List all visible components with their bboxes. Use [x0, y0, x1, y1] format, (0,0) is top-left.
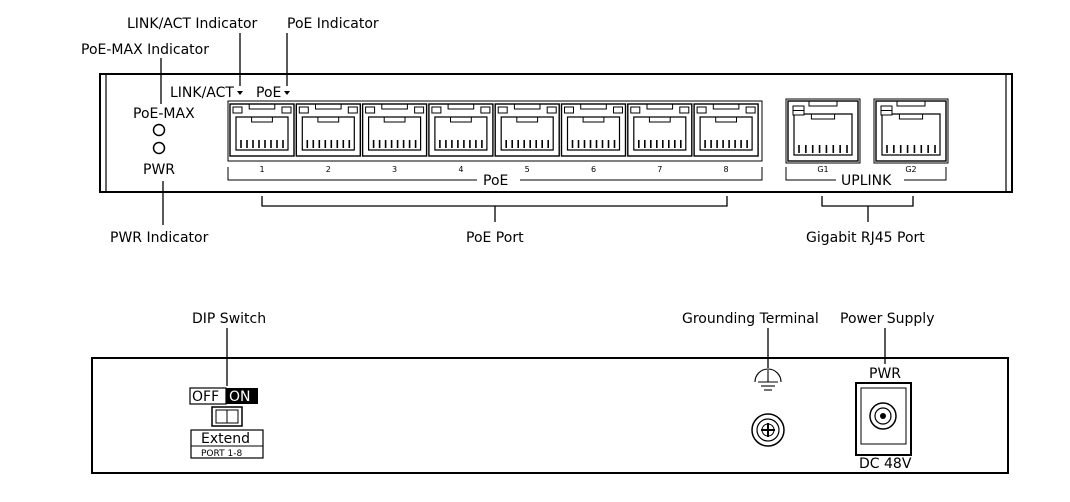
- poe-port-2[interactable]: [295, 103, 361, 157]
- poe-group-line-right: [520, 167, 763, 181]
- uplink-port-number: G1: [817, 165, 828, 174]
- uplink-group-label: UPLINK: [841, 173, 892, 189]
- grounding-terminal-screw-icon: [751, 413, 785, 447]
- poe-port-number: 3: [392, 165, 397, 174]
- dip-switch-slot: [226, 409, 239, 424]
- poe-port-3[interactable]: [361, 103, 428, 157]
- uplink-port-group: G1 G2: [785, 98, 949, 174]
- uplink-port-g2[interactable]: [875, 100, 947, 162]
- uplink-group-line-left: [785, 167, 836, 181]
- pwr-label: PWR: [143, 162, 175, 178]
- dip-extend-label: Extend: [201, 431, 250, 447]
- poe-port-8[interactable]: [693, 103, 759, 157]
- pwr-indicator-callout: PWR Indicator: [110, 230, 209, 246]
- poe-port-7[interactable]: [627, 103, 693, 157]
- poe-max-indicator-callout: PoE-MAX Indicator: [81, 42, 209, 58]
- poe-indicator-callout: PoE Indicator: [287, 16, 379, 32]
- uplink-group-line-right: [904, 167, 947, 181]
- dip-on-label: ON: [229, 389, 251, 405]
- power-supply-callout: Power Supply: [840, 311, 935, 327]
- poe-port-number: 1: [259, 165, 264, 174]
- link-act-arrow-icon: [237, 91, 243, 95]
- gigabit-rj45-port-callout: Gigabit RJ45 Port: [806, 230, 925, 246]
- ground-symbol-icon: [754, 368, 782, 391]
- poe-port-number: 8: [724, 165, 729, 174]
- poe-port-4[interactable]: [428, 103, 494, 157]
- poe-port-number: 2: [326, 165, 331, 174]
- poe-port-number: 6: [591, 165, 596, 174]
- grounding-terminal-callout: Grounding Terminal: [682, 311, 819, 327]
- dip-extend-label-box: [190, 429, 264, 459]
- uplink-port-g1[interactable]: [787, 100, 859, 162]
- front-panel: LINK/ACT Indicator PoE Indicator PoE-MAX…: [81, 16, 1013, 246]
- poe-port-5[interactable]: [494, 103, 560, 157]
- dip-switch-lever[interactable]: [215, 409, 228, 424]
- dip-on-box: [226, 388, 258, 404]
- poe-port-group: 1 2 3 4 5 6 7 8: [229, 103, 759, 174]
- dc-power-jack-icon[interactable]: [855, 382, 912, 456]
- pwr-led-icon: [152, 141, 166, 155]
- dip-switch-callout: DIP Switch: [192, 311, 266, 327]
- poe-group-line-left: [227, 167, 477, 181]
- poe-max-led-icon: [152, 123, 166, 137]
- uplink-port-number: G2: [905, 165, 916, 174]
- link-act-label: LINK/ACT: [170, 85, 234, 101]
- gigabit-port-bracket: [821, 196, 914, 207]
- poe-port-block-frame: [227, 100, 763, 162]
- poe-port-6[interactable]: [560, 103, 627, 157]
- poe-port-number: 7: [657, 165, 662, 174]
- power-pwr-label: PWR: [869, 366, 901, 382]
- dip-port-range-label: PORT 1-8: [201, 449, 242, 459]
- uplink-port-frame: [873, 98, 949, 164]
- power-dc-label: DC 48V: [859, 456, 912, 472]
- poe-port-callout: PoE Port: [466, 230, 524, 246]
- dip-off-label: OFF: [192, 389, 219, 405]
- poe-port-1[interactable]: [229, 103, 295, 157]
- uplink-port-frame: [785, 98, 861, 164]
- poe-port-number: 5: [525, 165, 530, 174]
- poe-port-bracket: [261, 196, 728, 207]
- poe-arrow-icon: [284, 91, 290, 95]
- poe-max-label: PoE-MAX: [133, 106, 195, 122]
- rear-panel: DIP Switch OFF ON Extend PORT 1-8 Ground…: [91, 311, 1009, 474]
- poe-group-label: PoE: [483, 173, 508, 189]
- link-act-indicator-callout: LINK/ACT Indicator: [127, 16, 258, 32]
- poe-label: PoE: [256, 85, 281, 101]
- poe-port-number: 4: [458, 165, 463, 174]
